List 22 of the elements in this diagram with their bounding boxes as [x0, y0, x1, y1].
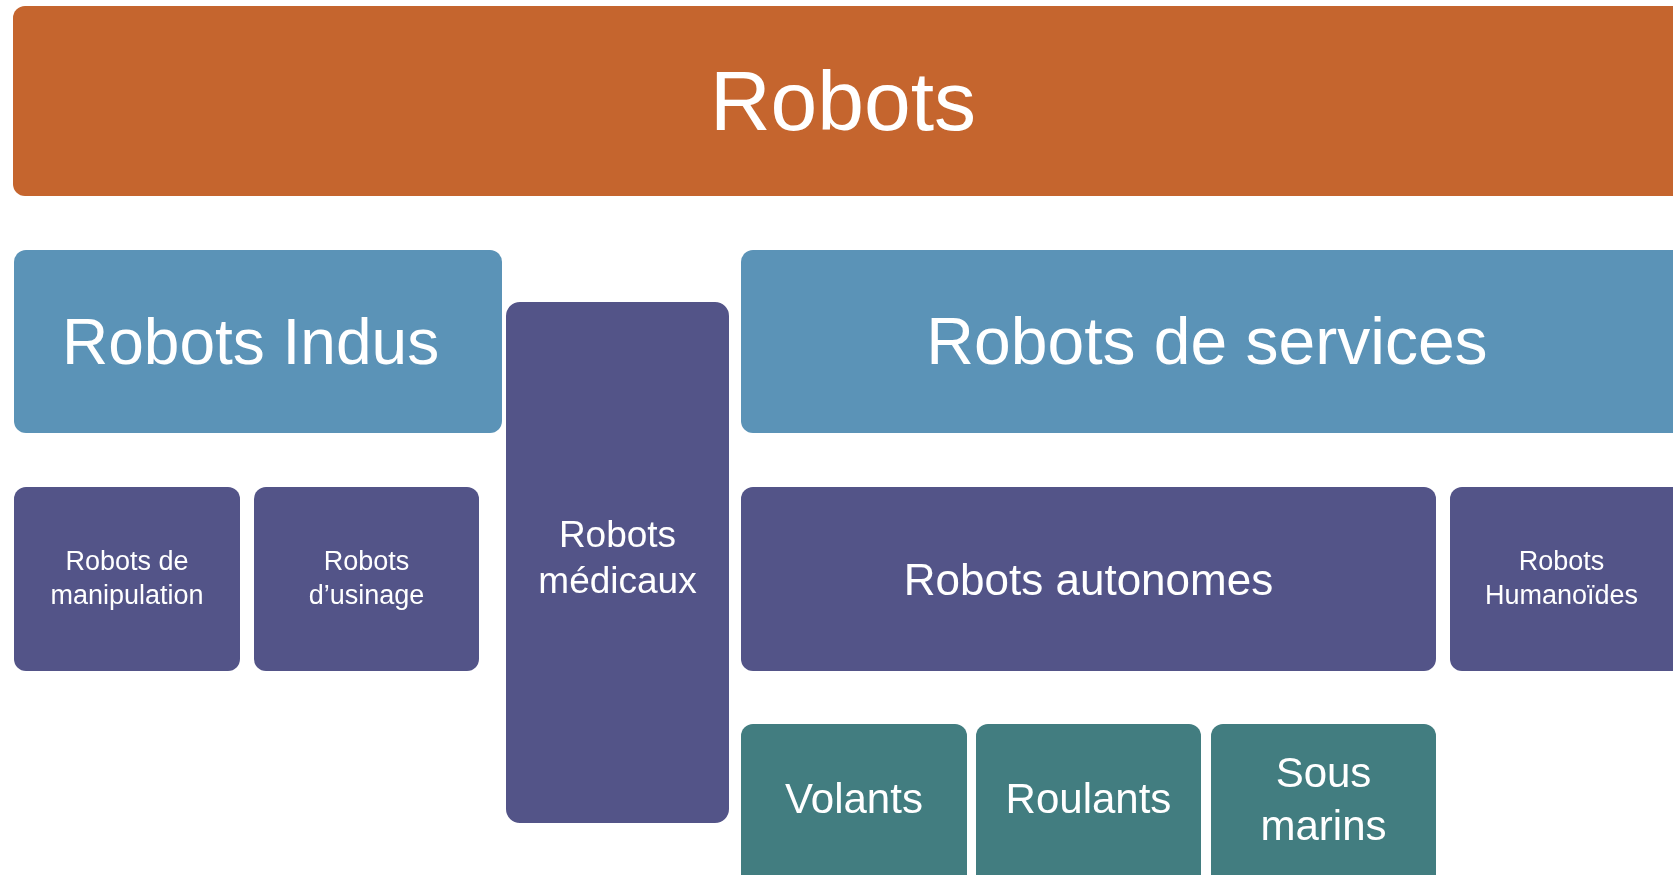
- type-box: [1450, 487, 1673, 671]
- type-box: [741, 487, 1436, 671]
- type-box: [254, 487, 479, 671]
- type-box: [504, 300, 731, 825]
- box-label: Robots d’usinage: [307, 545, 426, 612]
- category-box: [741, 250, 1673, 433]
- box-label: Robots de manipulation: [49, 545, 205, 612]
- box-label: Robots Humanoïdes: [1483, 545, 1640, 612]
- title-banner: [13, 6, 1673, 196]
- subtype-box: [1211, 724, 1436, 875]
- box-label: Robots autonomes: [902, 553, 1275, 606]
- box-label: Robots de services: [925, 303, 1489, 381]
- box-label: Sous marins: [1259, 748, 1388, 851]
- box-label: Robots Indus: [61, 304, 441, 380]
- type-box: [14, 487, 240, 671]
- box-label: Robots médicaux: [537, 513, 698, 604]
- subtype-box: [741, 724, 967, 875]
- box-label: Robots: [708, 52, 978, 150]
- subtype-box: [976, 724, 1201, 875]
- category-box: [14, 250, 502, 433]
- box-label: Volants: [784, 774, 924, 825]
- box-label: Roulants: [1004, 774, 1173, 825]
